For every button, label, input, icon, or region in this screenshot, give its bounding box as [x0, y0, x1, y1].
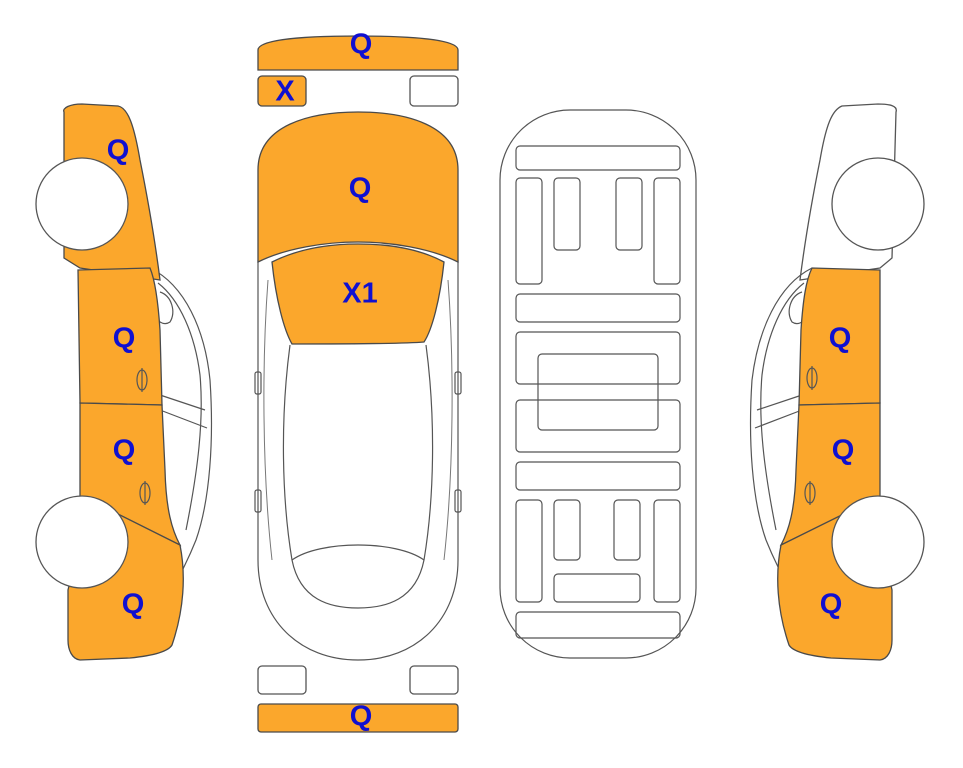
top-view-inner-left: [263, 279, 273, 561]
left-front-wheel: [35, 157, 129, 251]
underbody-rear-left-inner: [553, 499, 581, 561]
hood[interactable]: [257, 111, 459, 264]
top-view-body-outline: [257, 260, 459, 661]
left-side-body-outline: [149, 267, 213, 591]
left-rear-quarter-code: Q: [122, 589, 145, 621]
right-front-door-handle: [806, 366, 818, 390]
left-side-belt-line: [159, 394, 206, 411]
left-side-belt-line-2: [159, 409, 208, 429]
top-view-rear-window: [291, 544, 425, 561]
underbody-rear-left-rail: [515, 499, 543, 603]
underbody-front-bar: [515, 145, 681, 171]
windshield-code: X1: [342, 278, 377, 310]
left-side-view: Q Q Q Q: [35, 103, 213, 661]
underbody-outline: [499, 109, 697, 659]
top-view-left-mirror: [254, 371, 262, 395]
right-rear-door-code: Q: [832, 435, 855, 467]
underbody-rear-bar: [515, 611, 681, 639]
underbody-front-right-inner: [615, 177, 643, 251]
rear-bumper-code: Q: [350, 701, 373, 733]
left-rear-wheel: [35, 495, 129, 589]
underbody-crossmember-1: [515, 293, 681, 323]
right-side-view: Q Q Q: [749, 103, 925, 661]
left-side-window-line: [157, 282, 202, 531]
underbody-floor-rear: [515, 399, 681, 453]
top-view-left-handle: [254, 489, 262, 513]
hood-code: Q: [349, 173, 372, 205]
left-front-part-code: X: [275, 76, 295, 108]
left-rear-part[interactable]: [257, 665, 307, 695]
underbody-floor-center: [537, 353, 659, 431]
front-bumper[interactable]: [257, 35, 459, 71]
top-view: Q X Q X1 Q: [254, 29, 462, 733]
underbody-view: [499, 109, 697, 659]
left-rear-door-handle: [139, 481, 151, 505]
underbody-front-left-inner: [553, 177, 581, 251]
left-front-part[interactable]: [257, 75, 307, 107]
right-front-door[interactable]: [798, 267, 881, 406]
underbody-rear-right-rail: [653, 499, 681, 603]
right-rear-quarter-code: Q: [820, 589, 843, 621]
right-side-window-line: [760, 282, 805, 531]
top-view-right-mirror: [454, 371, 462, 395]
top-view-roof: [282, 344, 434, 609]
right-side-belt-line: [756, 394, 803, 411]
right-rear-door-handle: [804, 481, 816, 505]
top-view-right-handle: [454, 489, 462, 513]
underbody-rear-box: [553, 573, 641, 603]
left-front-door-handle: [136, 368, 148, 392]
left-front-fender-code: Q: [107, 135, 130, 167]
underbody-front-left-rail: [515, 177, 543, 285]
front-bumper-code: Q: [350, 29, 373, 61]
left-front-door-code: Q: [113, 323, 136, 355]
right-front-door-code: Q: [829, 323, 852, 355]
rear-bumper[interactable]: [257, 703, 459, 733]
top-view-inner-right: [443, 279, 453, 561]
underbody-rear-right-inner: [613, 499, 641, 561]
right-front-part[interactable]: [409, 75, 459, 107]
underbody-front-right-rail: [653, 177, 681, 285]
right-side-belt-line-2: [754, 409, 803, 429]
right-front-wheel: [831, 157, 925, 251]
right-rear-part[interactable]: [409, 665, 459, 695]
left-rear-door-code: Q: [113, 435, 136, 467]
right-rear-wheel: [831, 495, 925, 589]
windshield[interactable]: [271, 243, 445, 345]
underbody-floor-front: [515, 331, 681, 385]
right-side-body-outline: [749, 267, 813, 591]
underbody-crossmember-2: [515, 461, 681, 491]
